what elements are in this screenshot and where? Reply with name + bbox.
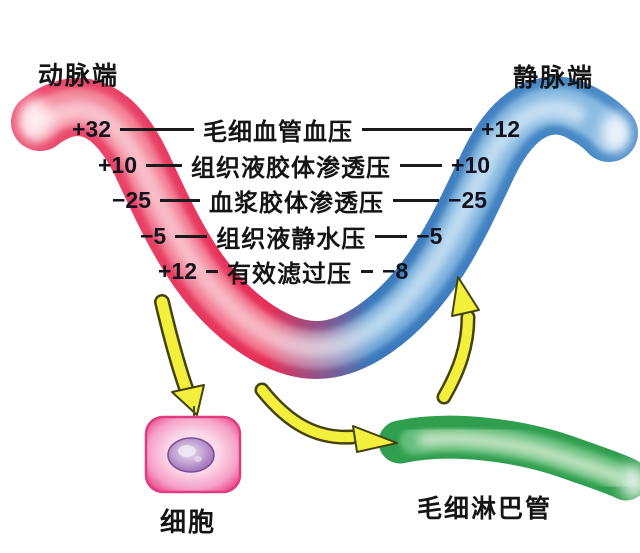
filtration-arrow <box>154 294 205 418</box>
pressure-value-right: −8 <box>382 258 409 284</box>
pressure-row-plasma-colloid-osmotic: −25 血浆胶体渗透压 −25 <box>112 183 487 218</box>
arterial-end-label: 动脉端 <box>38 62 120 90</box>
pressure-value-left: +10 <box>98 152 138 178</box>
pressure-value-right: −25 <box>448 187 488 213</box>
pressure-label: 有效滤过压 <box>227 261 353 288</box>
pressure-value-right: −5 <box>416 223 443 249</box>
leader-line-left <box>146 164 183 167</box>
pressure-value-right: +12 <box>481 116 521 142</box>
leader-line-right <box>361 270 374 273</box>
pressure-row-effective-filtration: +12 有效滤过压 −8 <box>158 254 408 289</box>
tube-end-fade-left <box>18 98 50 142</box>
pressure-value-left: −25 <box>112 187 152 213</box>
tube-end-fade-right <box>601 113 631 153</box>
cell-graphic <box>144 415 242 494</box>
pressure-label: 组织液胶体渗透压 <box>191 155 392 182</box>
leader-line-left <box>175 235 208 238</box>
leader-line-right <box>362 128 473 131</box>
pressure-value-left: +12 <box>158 258 198 284</box>
pressure-value-left: −5 <box>140 223 167 249</box>
capillary-tube <box>11 76 638 379</box>
pressure-row-tissue-colloid-osmotic: +10 组织液胶体渗透压 +10 <box>98 148 490 183</box>
pressure-value-left: +32 <box>72 116 112 142</box>
pressure-row-capillary-blood-pressure: +32 毛细血管血压 +12 <box>72 112 520 147</box>
pressure-value-right: +10 <box>451 152 491 178</box>
reabsorption-arrow <box>436 276 480 405</box>
lymph-capillary-tube <box>378 415 640 501</box>
pressure-label: 血浆胶体渗透压 <box>209 190 385 217</box>
leader-line-right <box>375 235 408 238</box>
cell-label: 细胞 <box>160 507 217 537</box>
lymph-capillary-label: 毛细淋巴管 <box>417 495 553 523</box>
leader-line-right <box>400 164 443 167</box>
pressure-label: 组织液静水压 <box>216 226 367 253</box>
venous-end-label: 静脉端 <box>513 64 595 92</box>
pressure-row-tissue-hydrostatic: −5 组织液静水压 −5 <box>140 219 442 254</box>
tube-end-fade-green <box>620 464 640 500</box>
leader-line-right <box>393 199 440 202</box>
lymph-entry-arrow <box>254 382 398 453</box>
leader-line-left <box>206 270 219 273</box>
leader-line-left <box>160 199 201 202</box>
leader-line-left <box>120 128 195 131</box>
pressure-label: 毛细血管血压 <box>203 119 354 146</box>
